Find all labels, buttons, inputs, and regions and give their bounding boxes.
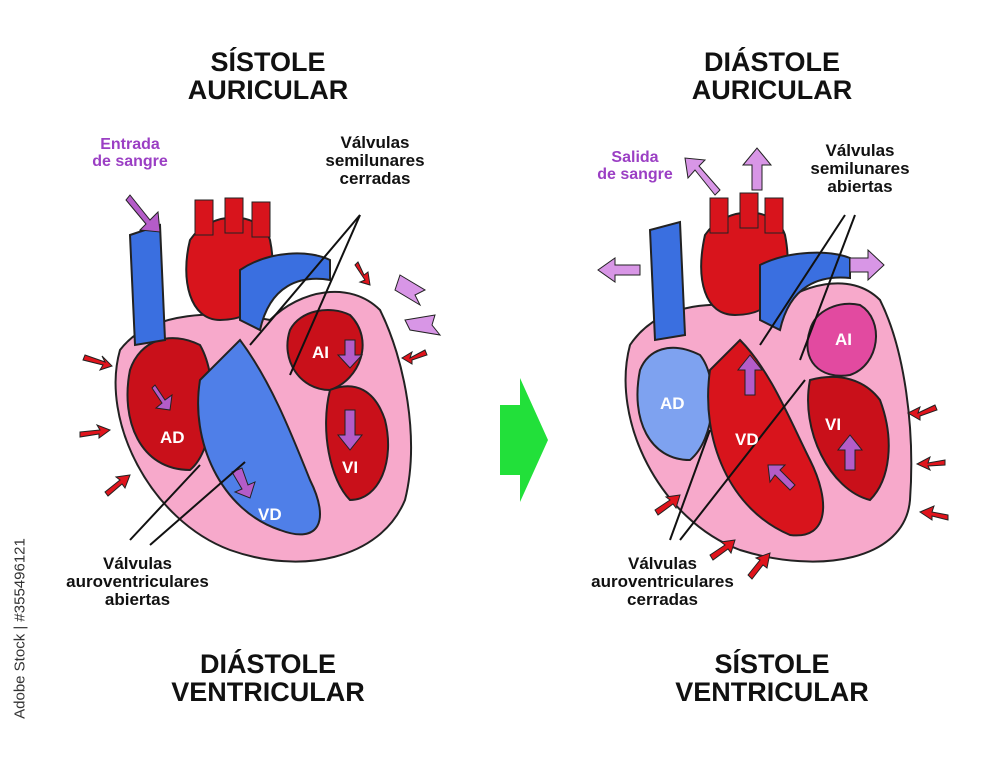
right-heart xyxy=(597,147,949,580)
title-line: SÍSTOLE xyxy=(714,649,830,679)
label-line: Válvulas xyxy=(340,133,410,152)
right-bottom-title: SÍSTOLE VENTRICULAR xyxy=(622,650,922,707)
label-line: auroventriculares xyxy=(66,571,209,591)
left-bottom-title: DIÁSTOLE VENTRICULAR xyxy=(118,650,418,707)
left-label-ai: AI xyxy=(312,343,329,362)
left-label-vi: VI xyxy=(342,458,359,477)
transition-arrow-icon xyxy=(500,378,548,502)
right-blood-label: Salida de sangre xyxy=(575,149,695,184)
label-line: Válvulas xyxy=(628,554,697,573)
label-line: semilunares xyxy=(810,158,910,178)
right-vd-chamber xyxy=(707,338,825,537)
label-line: Válvulas xyxy=(825,141,895,160)
watermark: Adobe Stock | #355496121 xyxy=(11,538,29,719)
left-vd-chamber xyxy=(197,338,321,536)
right-semilunar-label: Válvulas semilunares abiertas xyxy=(785,142,935,196)
left-vi-chamber xyxy=(325,385,390,502)
left-blood-label: Entrada de sangre xyxy=(70,136,190,171)
right-top-title: DIÁSTOLE AURICULAR xyxy=(622,48,922,105)
right-label-vd: VD xyxy=(735,430,759,449)
title-line: DIÁSTOLE xyxy=(199,649,336,679)
title-line: AURICULAR xyxy=(187,75,349,106)
label-line: de sangre xyxy=(597,165,673,183)
label-line: Válvulas xyxy=(103,554,172,573)
right-ai-chamber xyxy=(806,302,877,377)
left-ai-chamber xyxy=(286,309,364,392)
label-line: Entrada xyxy=(100,136,160,153)
label-line: auroventriculares xyxy=(591,571,734,591)
label-line: Salida xyxy=(611,149,659,166)
title-line: DIÁSTOLE xyxy=(703,47,840,77)
left-label-vd: VD xyxy=(258,505,282,524)
right-label-ai: AI xyxy=(835,330,852,349)
left-semilunar-label: Válvulas semilunares cerradas xyxy=(300,134,450,188)
right-label-vi: VI xyxy=(825,415,842,434)
title-line: VENTRICULAR xyxy=(675,677,869,708)
label-line: cerradas xyxy=(339,168,411,188)
label-line: semilunares xyxy=(325,150,425,170)
left-top-title: SÍSTOLE AURICULAR xyxy=(118,48,418,105)
left-label-ad: AD xyxy=(160,428,185,447)
right-av-label: Válvulas auroventriculares cerradas xyxy=(570,555,755,609)
label-line: de sangre xyxy=(92,152,168,170)
title-line: SÍSTOLE xyxy=(210,47,326,77)
title-line: AURICULAR xyxy=(691,75,853,106)
label-line: abiertas xyxy=(827,176,893,196)
left-heart xyxy=(79,194,442,563)
label-line: abiertas xyxy=(104,589,171,609)
right-label-ad: AD xyxy=(660,394,685,413)
left-av-label: Válvulas auroventriculares abiertas xyxy=(45,555,230,609)
label-line: cerradas xyxy=(627,589,698,609)
title-line: VENTRICULAR xyxy=(171,677,365,708)
